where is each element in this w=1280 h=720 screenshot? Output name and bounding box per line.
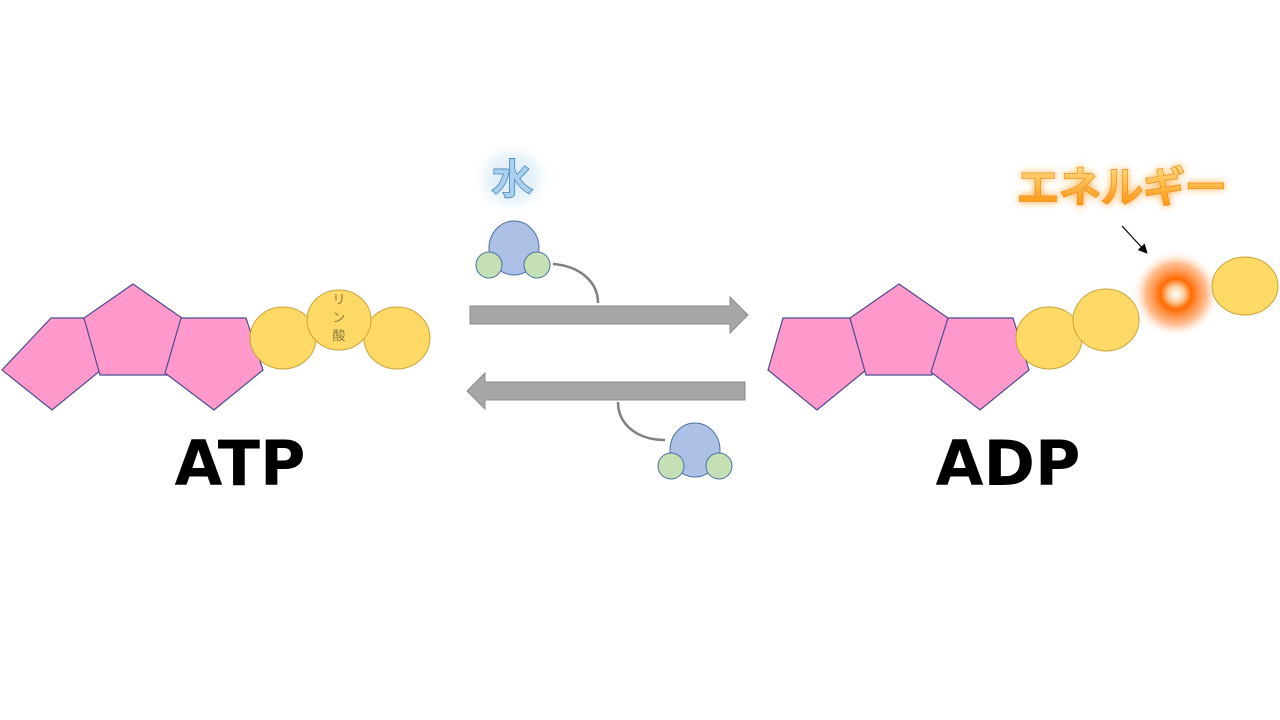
- water-label-group: 水: [470, 140, 554, 216]
- water-out-connector: [616, 401, 666, 442]
- adp-label: ADP: [936, 427, 1081, 500]
- reverse-arrow: [466, 371, 746, 411]
- water-molecule-in: [475, 220, 600, 304]
- phosphate-label-ri: リ: [332, 293, 345, 308]
- water-in-hydrogen-2: [523, 251, 551, 279]
- pentagon-2: [83, 283, 183, 376]
- energy-burst: [1132, 250, 1220, 338]
- phosphate-label-n: ン: [332, 311, 345, 326]
- atp-sugar-pentagons: [1, 283, 264, 411]
- atp-phosphates: リ ン 酸: [249, 289, 431, 370]
- water-in-connector: [552, 262, 600, 304]
- released-phosphate: [1211, 256, 1279, 316]
- pentagon-3: [164, 317, 264, 411]
- water-glow: [470, 140, 554, 216]
- energy-release: [1121, 225, 1279, 338]
- adp-molecule: ADP: [767, 283, 1140, 500]
- adp-phosphate-1: [1015, 306, 1083, 370]
- water-molecule-out: [616, 401, 733, 480]
- energy-pointer-arrow: [1121, 225, 1148, 254]
- water-out-hydrogen-1: [657, 452, 685, 480]
- phosphate-label-san: 酸: [332, 329, 345, 344]
- water-label: 水: [492, 157, 533, 203]
- adp-phosphates: [1015, 288, 1140, 370]
- water-in-hydrogen-1: [475, 251, 503, 279]
- atp-molecule: リ ン 酸 ATP: [1, 283, 431, 500]
- atp-phosphate-3: [363, 306, 431, 370]
- energy-label: エネルギー: [1017, 163, 1227, 212]
- atp-phosphate-2: [306, 289, 372, 351]
- pentagon-1: [767, 317, 867, 411]
- pentagon-2: [849, 283, 949, 376]
- atp-phosphate-1: [249, 306, 317, 370]
- pentagon-1: [1, 317, 102, 411]
- water-out-hydrogen-2: [705, 452, 733, 480]
- adp-phosphate-2: [1072, 288, 1140, 352]
- adp-sugar-pentagons: [767, 283, 1030, 411]
- pentagon-3: [930, 317, 1030, 411]
- forward-arrow: [469, 295, 749, 335]
- atp-label: ATP: [175, 427, 306, 500]
